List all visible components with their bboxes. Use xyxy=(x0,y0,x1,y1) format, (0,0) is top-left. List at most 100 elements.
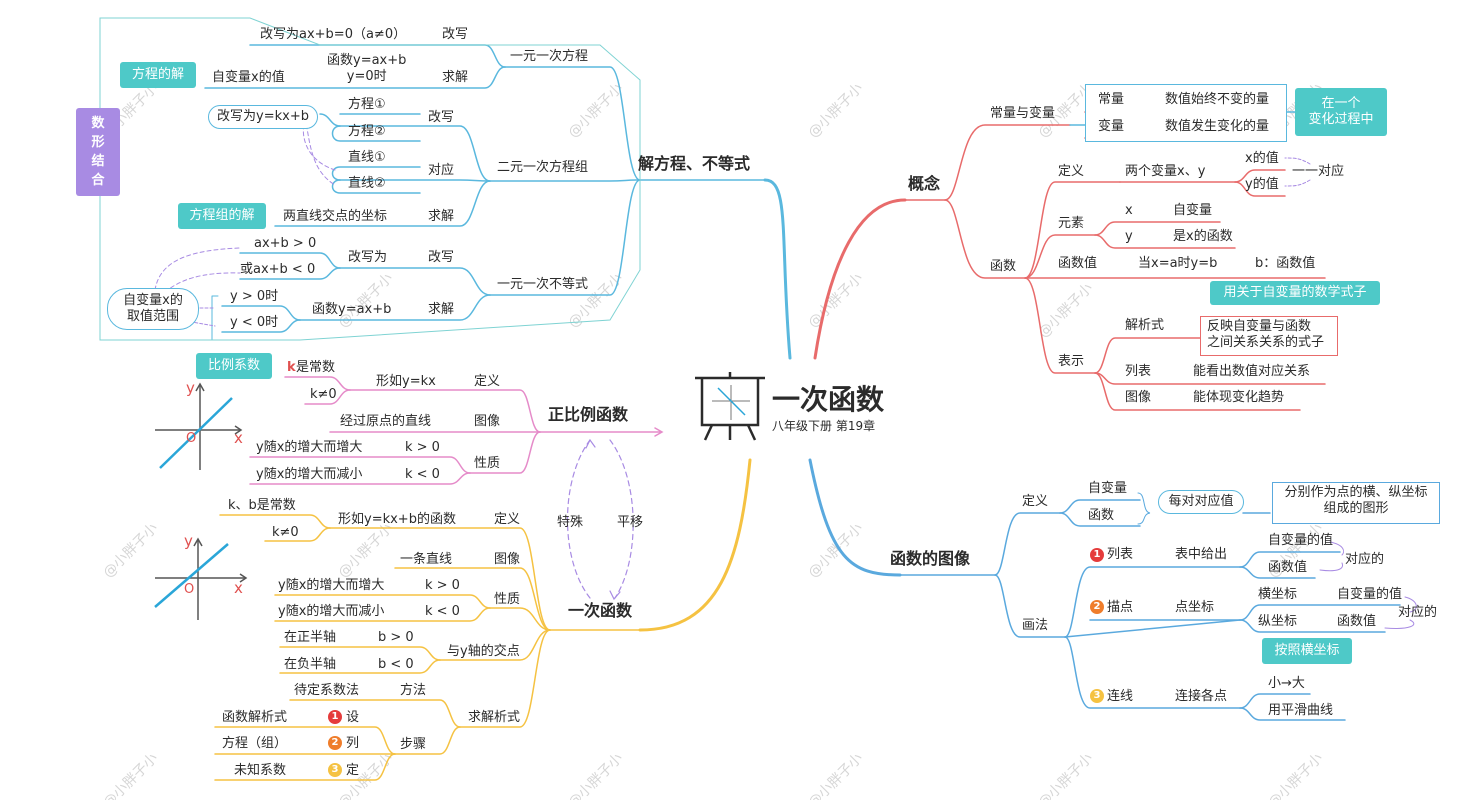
step3-a: 小→大 xyxy=(1268,676,1305,691)
prop-kne: k≠0 xyxy=(310,387,337,402)
prop-nat-b: y随x的增大而减小 xyxy=(256,467,363,482)
elem-x-desc: 自变量 xyxy=(1173,203,1213,218)
lin-kne: k≠0 xyxy=(272,525,299,540)
eq2-r1: 改写 xyxy=(428,110,455,125)
step3-text: 连接各点 xyxy=(1175,689,1228,704)
solve-title: 解方程、不等式 xyxy=(638,154,751,173)
axis-y-label: y xyxy=(186,379,195,397)
step3-badge: 3 xyxy=(1090,689,1104,703)
eq2-r3: 求解 xyxy=(428,209,455,224)
fix-badge: 3 xyxy=(328,763,342,777)
step3-label: 连线 xyxy=(1107,689,1134,704)
graph-title: 函数的图像 xyxy=(890,549,971,568)
step1-b: 函数值 xyxy=(1268,560,1308,575)
order-note: 按照横坐标 xyxy=(1262,638,1352,664)
formula-box-text: 反映自变量与函数 之间关系关系的式子 xyxy=(1207,319,1325,350)
eq2-r2: 对应 xyxy=(428,163,455,178)
lin-s1t: 函数解析式 xyxy=(222,710,288,725)
list-badge: 2 xyxy=(328,736,342,750)
prop-nat-bk: k < 0 xyxy=(405,467,440,482)
origin-label: O xyxy=(186,431,197,446)
ineq-a: ax+b > 0 xyxy=(254,236,317,251)
eq1-r1: 改写 xyxy=(442,27,469,42)
graph-def-box-text: 分别作为点的横、纵坐标 组成的图形 xyxy=(1284,485,1428,516)
one-to-one: 一一对应 xyxy=(1292,164,1345,179)
value-desc: b：函数值 xyxy=(1255,256,1316,271)
ineq-r2: 求解 xyxy=(428,302,455,317)
step3-b: 用平滑曲线 xyxy=(1268,703,1334,718)
prop-kconst: 是常数 xyxy=(296,360,336,375)
value-label: 函数值 xyxy=(1058,256,1098,271)
elem-x: x xyxy=(1125,203,1133,218)
eq2-c: 直线① xyxy=(348,150,386,165)
proportional-graph-axes xyxy=(155,382,243,470)
repr-label: 表示 xyxy=(1058,354,1085,369)
lin-def-label: 定义 xyxy=(494,512,521,527)
step1-label: 列表 xyxy=(1107,547,1134,562)
repr-formula: 解析式 xyxy=(1125,318,1165,333)
eq2-b: 方程② xyxy=(348,124,386,139)
const-var-label: 常量与变量 xyxy=(990,106,1056,121)
prop-nat-ak: k > 0 xyxy=(405,440,440,455)
lin-method: 方法 xyxy=(400,683,427,698)
var-desc: 数值发生变化的量 xyxy=(1165,119,1270,134)
prop-img-text: 经过原点的直线 xyxy=(340,414,432,429)
repr-table: 列表 xyxy=(1125,364,1152,379)
eq2-a: 方程① xyxy=(348,97,386,112)
ineq-r2t: 函数y=ax+b xyxy=(312,302,392,317)
prop-k: k xyxy=(287,360,296,375)
side-label: 数 形 结 合 xyxy=(76,108,120,196)
lin-nat-label: 性质 xyxy=(494,592,521,607)
prop-nat-a: y随x的增大而增大 xyxy=(256,440,363,455)
graph-def-label: 定义 xyxy=(1022,494,1049,509)
eq2-label: 二元一次方程组 xyxy=(497,160,589,175)
eq1-r2: 求解 xyxy=(442,70,469,85)
formula-box xyxy=(1200,316,1338,356)
lin-img-label: 图像 xyxy=(494,552,521,567)
axis-x-label: x xyxy=(234,429,243,447)
lin-yint-bb: b < 0 xyxy=(378,657,414,672)
step2-badge: 2 xyxy=(1090,600,1104,614)
repr-graph: 图像 xyxy=(1125,390,1152,405)
eq2-d: 直线② xyxy=(348,176,386,191)
func-def-text: 两个变量x、y xyxy=(1125,164,1206,179)
prop-img-label: 图像 xyxy=(474,414,501,429)
graph-def-box xyxy=(1272,482,1440,524)
center-subtitle: 八年级下册 第19章 xyxy=(772,419,876,433)
origin2-label: O xyxy=(184,582,195,597)
eqs-solution-chip: 方程组的解 xyxy=(178,203,266,229)
lin-yint-label: 与y轴的交点 xyxy=(447,644,520,659)
ratio-chip: 比例系数 xyxy=(196,353,272,379)
lin-yint-a: 在正半轴 xyxy=(284,630,337,645)
lin-solve-label: 求解析式 xyxy=(468,710,521,725)
axis2-y-label: y xyxy=(184,532,193,550)
pair-pill: 每对对应值 xyxy=(1158,490,1244,514)
ineq-b: 或ax+b < 0 xyxy=(240,262,316,277)
step2-label: 描点 xyxy=(1107,600,1134,615)
step1-a: 自变量的值 xyxy=(1268,533,1334,548)
lin-nat-ak: k > 0 xyxy=(425,578,460,593)
prop-title: 正比例函数 xyxy=(548,405,629,424)
func-label: 函数 xyxy=(990,259,1017,274)
step2-a: 横坐标 xyxy=(1258,587,1298,602)
step2-text: 点坐标 xyxy=(1175,600,1215,615)
step2-b: 纵坐标 xyxy=(1258,614,1298,629)
ineq-r1t: 改写为 xyxy=(348,250,388,265)
ineq-c: y > 0时 xyxy=(230,289,279,304)
const-label: 常量 xyxy=(1098,92,1125,107)
func-def-label: 定义 xyxy=(1058,164,1085,179)
process-note: 在一个 变化过程中 xyxy=(1295,88,1387,136)
lin-s3t: 未知系数 xyxy=(234,763,287,778)
lin-kb: k、b是常数 xyxy=(228,498,296,513)
formula-note: 用关于自变量的数学式子 xyxy=(1210,281,1380,305)
lin-nat-a: y随x的增大而增大 xyxy=(278,578,385,593)
lin-steps: 步骤 xyxy=(400,737,427,752)
elem-y-desc: 是x的函数 xyxy=(1173,229,1233,244)
repr-table-desc: 能看出数值对应关系 xyxy=(1193,364,1311,379)
lin-img-text: 一条直线 xyxy=(400,552,453,567)
ineq-r1: 改写 xyxy=(428,250,455,265)
step1-badge: 1 xyxy=(1090,548,1104,562)
eq2-pill: 改写为y=kx+b xyxy=(208,105,318,129)
axis2-x-label: x xyxy=(234,579,243,597)
